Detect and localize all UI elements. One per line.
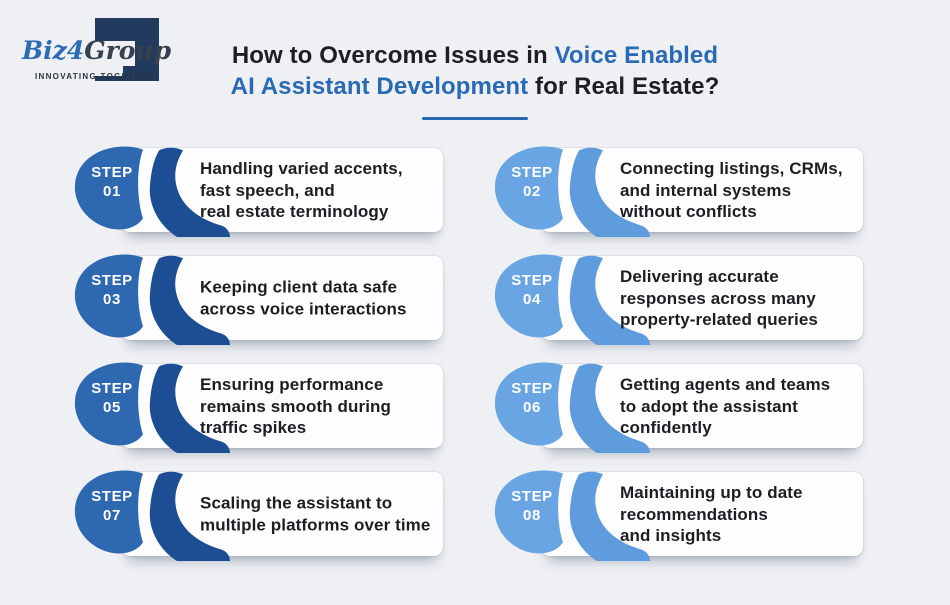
step-ribbon-badge-icon: [74, 254, 230, 345]
step-item-07: STEP 07 Scaling the assistant to multipl…: [74, 470, 443, 561]
step-description: Maintaining up to date recommendations a…: [620, 482, 803, 545]
step-number-label: STEP 05: [91, 380, 133, 416]
step-ribbon-badge-icon: [74, 470, 230, 561]
step-number-label: STEP 06: [511, 380, 553, 416]
steps-grid: STEP 01 Handling varied accents, fast sp…: [0, 146, 950, 561]
step-number-label: STEP 08: [511, 488, 553, 524]
step-item-06: STEP 06 Getting agents and teams to adop…: [494, 362, 863, 453]
title-underline: [422, 117, 528, 120]
step-ribbon-badge-icon: [494, 146, 650, 237]
step-item-08: STEP 08 Maintaining up to date recommend…: [494, 470, 863, 561]
step-item-04: STEP 04 Delivering accurate responses ac…: [494, 254, 863, 345]
step-ribbon-badge-icon: [74, 362, 230, 453]
step-item-05: STEP 05 Ensuring performance remains smo…: [74, 362, 443, 453]
step-number-label: STEP 04: [511, 272, 553, 308]
step-description: Keeping client data safe across voice in…: [200, 277, 407, 319]
logo-word-dark: Group: [84, 36, 172, 65]
step-ribbon-badge-icon: [494, 470, 650, 561]
title-part-accent: AI Assistant Development: [230, 73, 529, 100]
step-number-label: STEP 03: [91, 272, 133, 308]
step-ribbon-badge-icon: [494, 362, 650, 453]
step-description: Ensuring performance remains smooth duri…: [200, 374, 392, 437]
step-description: Handling varied accents, fast speech, an…: [200, 158, 403, 221]
step-item-01: STEP 01 Handling varied accents, fast sp…: [74, 146, 443, 237]
biz4group-logo: Biz4Group INNOVATING TOGETHER: [22, 14, 182, 98]
title-part-plain: How to Overcome Issues in: [231, 42, 555, 69]
step-ribbon-badge-icon: [494, 254, 650, 345]
title-part-plain: for Real Estate?: [528, 73, 720, 100]
step-description: Connecting listings, CRMs, and internal …: [620, 158, 843, 221]
step-number-label: STEP 01: [91, 164, 133, 200]
logo-tagline: INNOVATING TOGETHER: [35, 72, 156, 81]
step-item-02: STEP 02 Connecting listings, CRMs, and i…: [494, 146, 863, 237]
title-part-accent: Voice Enabled: [554, 42, 719, 69]
logo-word-blue: Biz4: [22, 36, 85, 65]
logo-mark-notch: [89, 66, 123, 76]
step-description: Scaling the assistant to multiple platfo…: [200, 493, 431, 535]
step-number-label: STEP 02: [511, 164, 553, 200]
step-number-label: STEP 07: [91, 488, 133, 524]
logo-wordmark: Biz4Group: [22, 36, 182, 66]
logo-square-mark: [89, 18, 159, 81]
step-ribbon-badge-icon: [74, 146, 230, 237]
logo-mark-notch: [89, 41, 135, 66]
step-description: Delivering accurate responses across man…: [620, 266, 818, 329]
step-description: Getting agents and teams to adopt the as…: [620, 374, 831, 437]
step-item-03: STEP 03 Keeping client data safe across …: [74, 254, 443, 345]
